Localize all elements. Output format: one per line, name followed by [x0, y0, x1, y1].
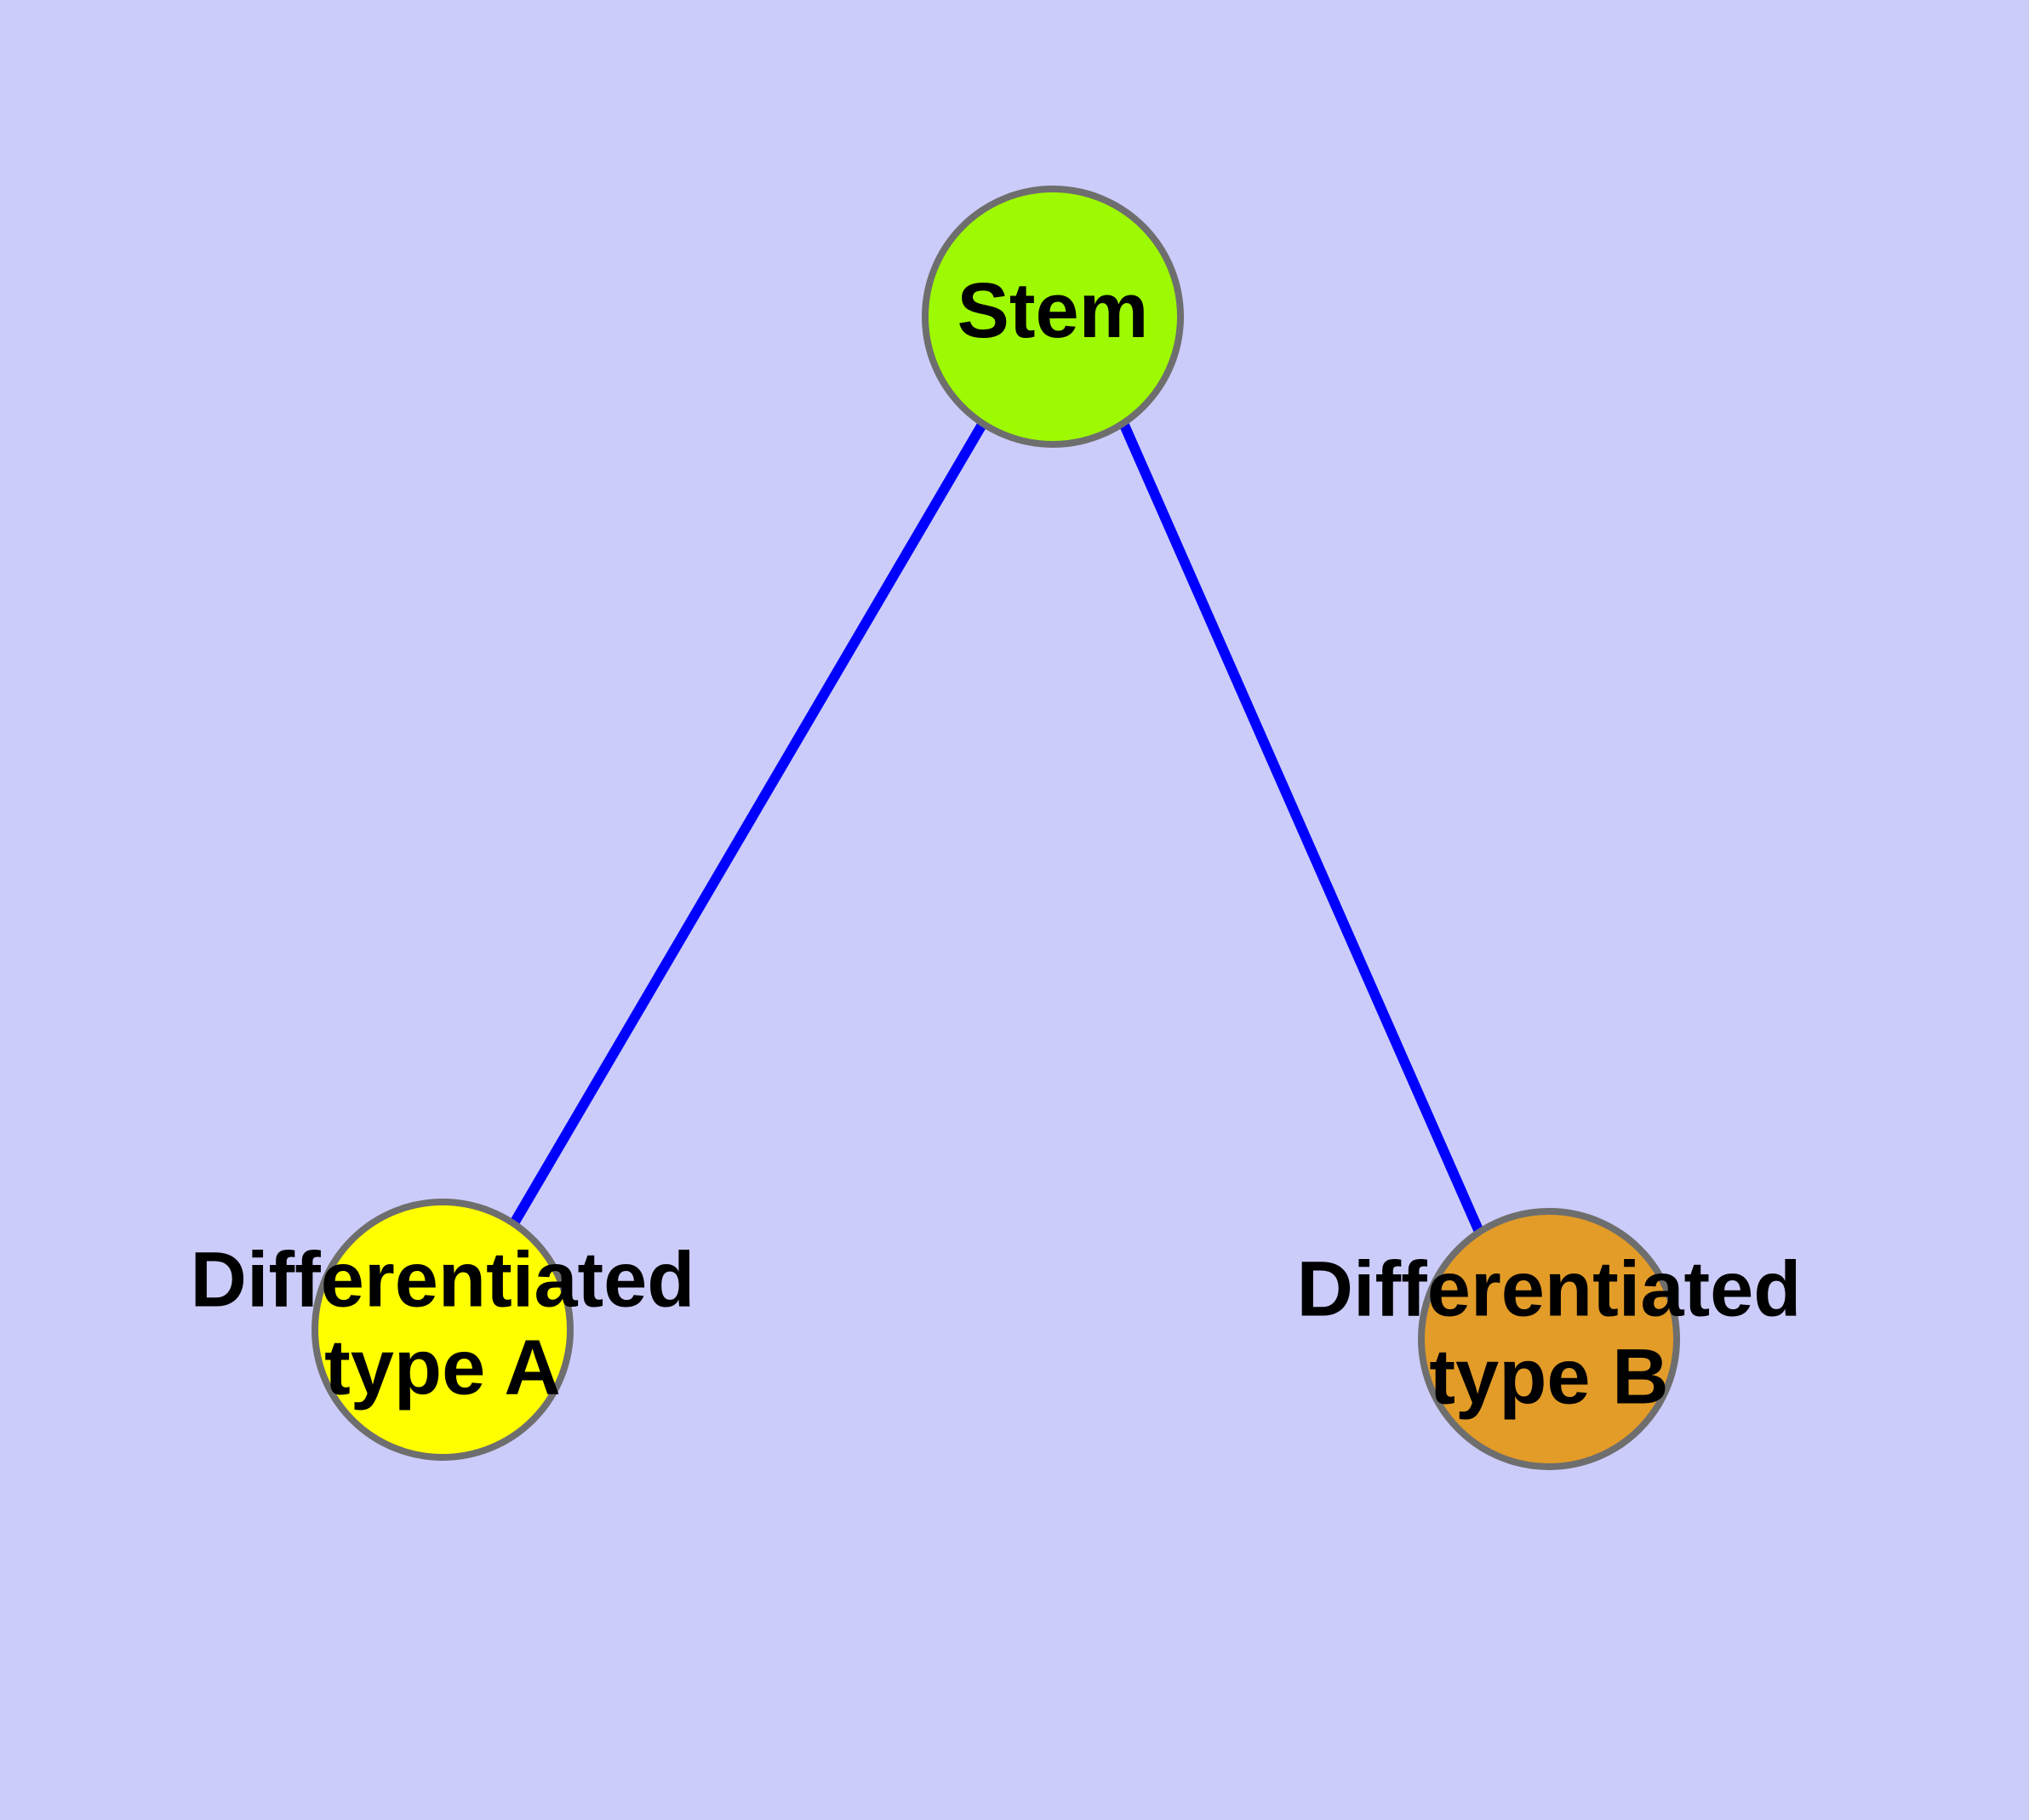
node-label-line: Differentiated — [191, 1237, 695, 1324]
node-circle-differentiated-type-b[interactable] — [1418, 1208, 1680, 1470]
node-circle-differentiated-type-a[interactable] — [311, 1199, 574, 1461]
edge-stem-to-differentiated-type-a[interactable] — [509, 420, 988, 1227]
node-circle-stem[interactable] — [922, 186, 1184, 448]
node-label-line: Differentiated — [1297, 1246, 1802, 1333]
node-label-stem: Stem — [957, 267, 1149, 354]
nodes-layer — [311, 186, 1680, 1470]
node-label-line: Stem — [957, 267, 1149, 354]
node-label-line: type B — [1429, 1334, 1668, 1421]
edges-layer — [509, 420, 1484, 1234]
edge-stem-to-differentiated-type-b[interactable] — [1118, 421, 1484, 1234]
node-label-line: type A — [324, 1325, 561, 1411]
